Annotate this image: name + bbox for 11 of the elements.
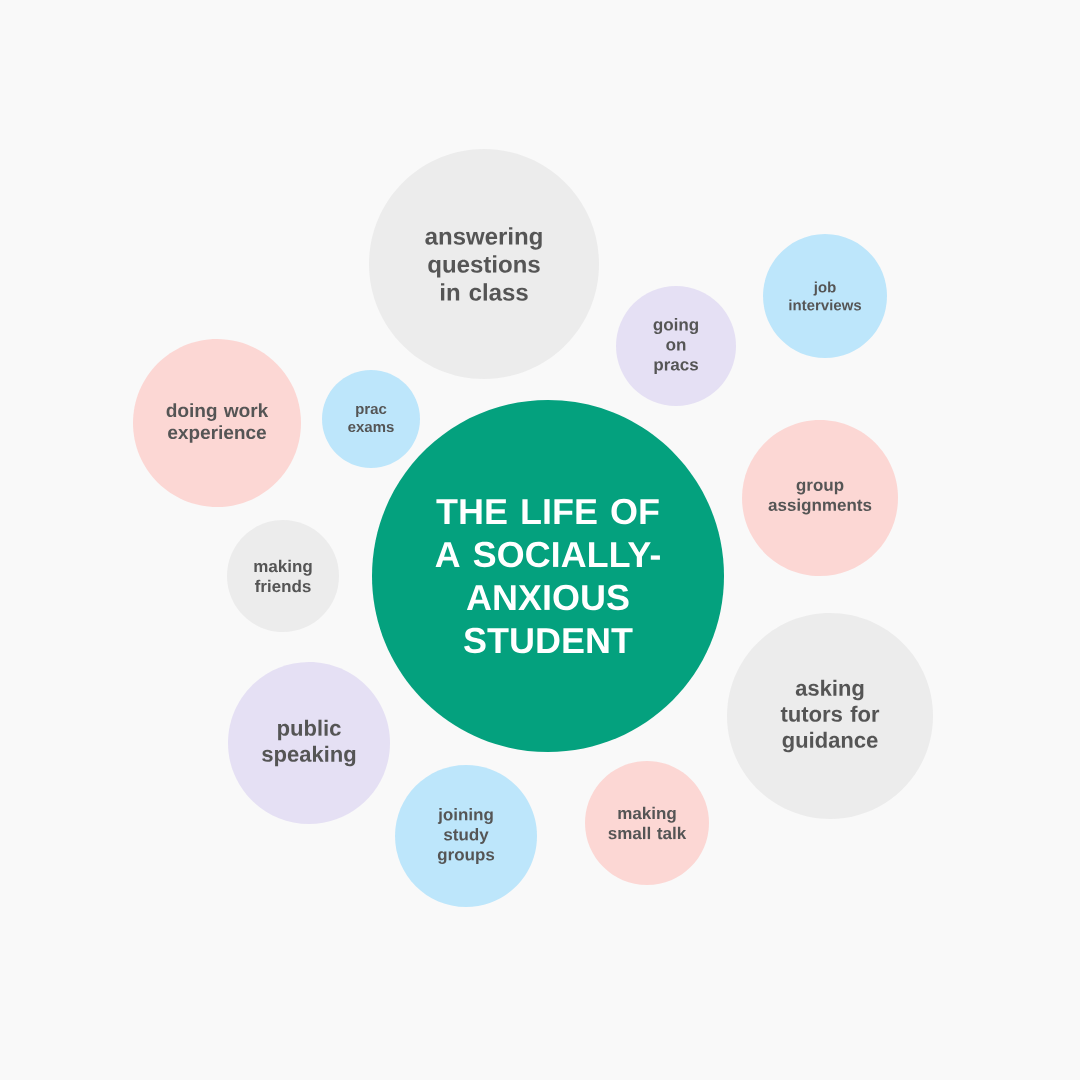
topic-bubble: asking tutors for guidance <box>727 613 933 819</box>
topic-bubble: job interviews <box>763 234 887 358</box>
topic-bubble: making small talk <box>585 761 709 885</box>
topic-bubble: making friends <box>227 520 339 632</box>
topic-bubble: joining study groups <box>395 765 537 907</box>
topic-bubble: public speaking <box>228 662 390 824</box>
topic-bubble: answering questions in class <box>369 149 599 379</box>
topic-bubble: going on pracs <box>616 286 736 406</box>
topic-bubble: doing work experience <box>133 339 301 507</box>
topic-bubble: group assignments <box>742 420 898 576</box>
topic-bubble: prac exams <box>322 370 420 468</box>
